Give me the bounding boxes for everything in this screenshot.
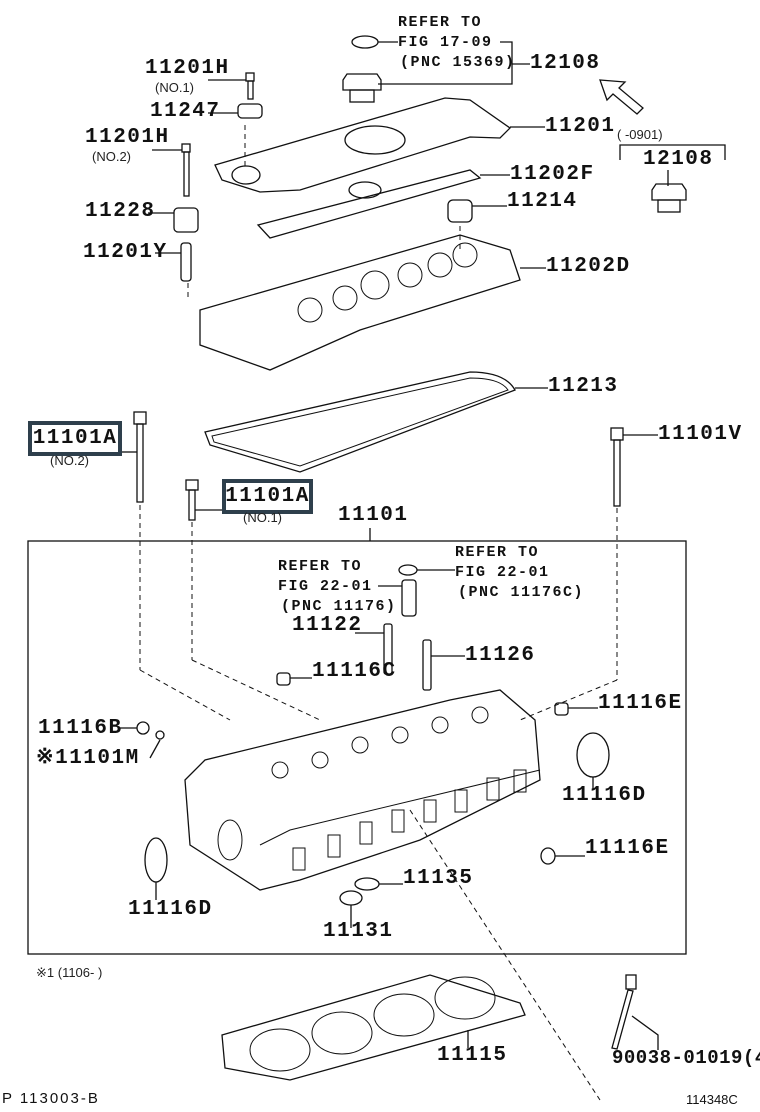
oil-seal xyxy=(144,837,168,883)
part-label-11201[interactable]: 11201 xyxy=(545,115,616,138)
refer-note-link[interactable]: FIG 22-01 xyxy=(278,578,373,595)
part-label-11116b[interactable]: 11116B xyxy=(38,717,123,740)
part-label-11101[interactable]: 11101 xyxy=(338,504,409,527)
plug xyxy=(554,702,569,716)
part-label-11201h[interactable]: 11201H xyxy=(145,57,230,80)
refer-note-link[interactable]: FIG 17-09 xyxy=(398,34,493,51)
leader-line xyxy=(619,144,726,160)
dowel-pin xyxy=(180,242,192,282)
refer-note-link[interactable]: FIG 22-01 xyxy=(455,564,550,581)
part-label-11115[interactable]: 11115 xyxy=(437,1044,508,1067)
part-label-11201h[interactable]: 11201H xyxy=(85,126,170,149)
o-ring xyxy=(351,35,379,49)
part-label-11101a[interactable]: 11101A xyxy=(225,484,310,508)
cylinder-head-gasket xyxy=(221,974,526,1081)
plug xyxy=(540,847,556,865)
part-label-11116d[interactable]: 11116D xyxy=(562,784,647,807)
part-label-90038-01019[interactable]: 90038-01019(4) xyxy=(612,1047,760,1069)
range-note: ( -0901) xyxy=(617,127,663,142)
part-label-11116c[interactable]: 11116C xyxy=(312,660,397,683)
part-label-11101v[interactable]: 11101V xyxy=(658,423,743,446)
direction-arrow xyxy=(599,79,644,115)
cover-gasket xyxy=(256,169,482,239)
part-label-11214[interactable]: 11214 xyxy=(507,190,578,213)
part-label-11213[interactable]: 11213 xyxy=(548,375,619,398)
cylinder-head xyxy=(184,689,541,891)
plug xyxy=(276,672,291,686)
page-code: P 113003-B xyxy=(2,1090,100,1107)
part-label-12108[interactable]: 12108 xyxy=(530,52,601,75)
leader-line xyxy=(378,41,513,85)
cylinder-head-group-frame xyxy=(27,540,687,955)
valve-guide-bushing xyxy=(401,579,417,617)
head-bolt xyxy=(133,411,147,503)
part-label-11247[interactable]: 11247 xyxy=(150,100,221,123)
refer-note-pnc: (PNC 15369) xyxy=(400,54,516,71)
footnote: ※1 (1106- ) xyxy=(36,965,103,980)
part-label-11101m[interactable]: ※11101M xyxy=(36,747,140,770)
illustration-code: 114348C xyxy=(686,1092,738,1107)
part-label-11126[interactable]: 11126 xyxy=(465,644,536,667)
part-label-12108[interactable]: 12108 xyxy=(643,148,714,171)
part-note: (NO.1) xyxy=(155,80,194,95)
part-label-11202f[interactable]: 11202F xyxy=(510,163,595,186)
oil-filler-cap xyxy=(342,73,382,103)
refer-note-pnc: (PNC 11176C) xyxy=(458,584,585,601)
part-label-11135[interactable]: 11135 xyxy=(403,867,474,890)
valve-seat-ring xyxy=(339,890,363,906)
part-label-11228[interactable]: 11228 xyxy=(85,200,156,223)
refer-note-line: REFER TO xyxy=(278,558,363,575)
part-note: (NO.2) xyxy=(50,453,89,468)
assembly-line xyxy=(139,125,618,1101)
plug xyxy=(136,721,150,735)
oil-filler-cap xyxy=(651,183,687,213)
refer-note-line: REFER TO xyxy=(455,544,540,561)
leader-line xyxy=(631,1015,659,1050)
bolt xyxy=(611,974,637,1050)
part-label-11101a[interactable]: 11101A xyxy=(32,426,118,450)
cover-gasket xyxy=(204,371,516,473)
part-label-11116e[interactable]: 11116E xyxy=(598,692,683,715)
part-note: (NO.2) xyxy=(92,149,131,164)
o-ring xyxy=(398,564,418,576)
grommet xyxy=(237,103,263,119)
highlighted-part-box: 11101A xyxy=(28,421,122,456)
bolt xyxy=(181,143,191,197)
grommet xyxy=(447,199,473,223)
plug xyxy=(576,732,610,778)
stud-bolt xyxy=(383,623,393,675)
part-label-11131[interactable]: 11131 xyxy=(323,920,394,943)
part-label-11116e[interactable]: 11116E xyxy=(585,837,670,860)
valve-stem-seal xyxy=(354,877,380,891)
cylinder-head-cover xyxy=(199,234,521,371)
part-label-11116d[interactable]: 11116D xyxy=(128,898,213,921)
part-label-11202d[interactable]: 11202D xyxy=(546,255,631,278)
part-label-11201y[interactable]: 11201Y xyxy=(83,241,168,264)
grommet xyxy=(173,207,199,233)
refer-note-line: REFER TO xyxy=(398,14,483,31)
head-bolt xyxy=(185,479,199,521)
stud-bolt xyxy=(422,639,432,691)
part-note: (NO.1) xyxy=(243,510,282,525)
part-label-11122[interactable]: 11122 xyxy=(292,614,363,637)
cylinder-head-cover-upper xyxy=(214,97,512,193)
plug xyxy=(155,730,165,740)
bolt xyxy=(245,72,255,100)
refer-note-pnc: (PNC 11176) xyxy=(281,598,397,615)
head-bolt xyxy=(610,427,624,507)
highlighted-part-box: 11101A xyxy=(222,479,313,514)
leader-line xyxy=(149,739,161,759)
